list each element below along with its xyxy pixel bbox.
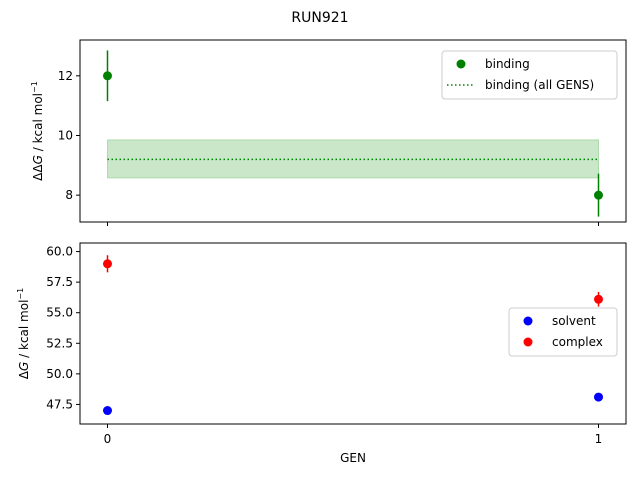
- y-axis-label: ΔΔG / kcal mol−1: [30, 81, 45, 181]
- y-tick-label: 60.0: [46, 245, 73, 259]
- y-tick-label: 8: [65, 188, 73, 202]
- legend-label: binding (all GENS): [485, 78, 594, 92]
- x-tick-label: 1: [595, 432, 603, 446]
- chart-title: RUN921: [291, 10, 348, 26]
- y-tick-label: 47.5: [46, 397, 73, 411]
- legend-label: binding: [485, 57, 530, 71]
- y-tick-label: 55.0: [46, 306, 73, 320]
- data-point: [594, 294, 604, 304]
- legend-box: [441, 50, 618, 100]
- y-tick-label: 12: [58, 69, 73, 83]
- data-point: [102, 71, 112, 81]
- legend-point-marker: [456, 59, 466, 69]
- legend-point-marker: [523, 337, 533, 347]
- data-point: [102, 259, 112, 269]
- y-tick-label: 52.5: [46, 336, 73, 350]
- plot-frame: [79, 39, 627, 223]
- legend: binding binding (all GENS): [441, 50, 618, 100]
- y-tick-label: 57.5: [46, 275, 73, 289]
- y-axis-label: ΔG / kcal mol−1: [16, 288, 31, 379]
- data-point: [102, 406, 112, 416]
- data-point: [594, 392, 604, 402]
- plot-frame: [79, 242, 627, 425]
- legend-point-marker: [523, 316, 533, 326]
- legend: solvent complex: [508, 307, 618, 357]
- x-axis-label: GEN: [340, 451, 366, 465]
- x-tick-label: 0: [104, 432, 112, 446]
- data-point: [594, 190, 604, 200]
- bottom-panel: 47.5 50.0 52.5 55.0 57.5 60.0 0 1 ΔG / kcal mol−…: [16, 242, 627, 446]
- y-tick-label: 50.0: [46, 367, 73, 381]
- legend-label: complex: [552, 335, 603, 349]
- legend-label: solvent: [552, 314, 596, 328]
- legend-box: [508, 307, 618, 357]
- y-tick-label: 10: [58, 128, 73, 142]
